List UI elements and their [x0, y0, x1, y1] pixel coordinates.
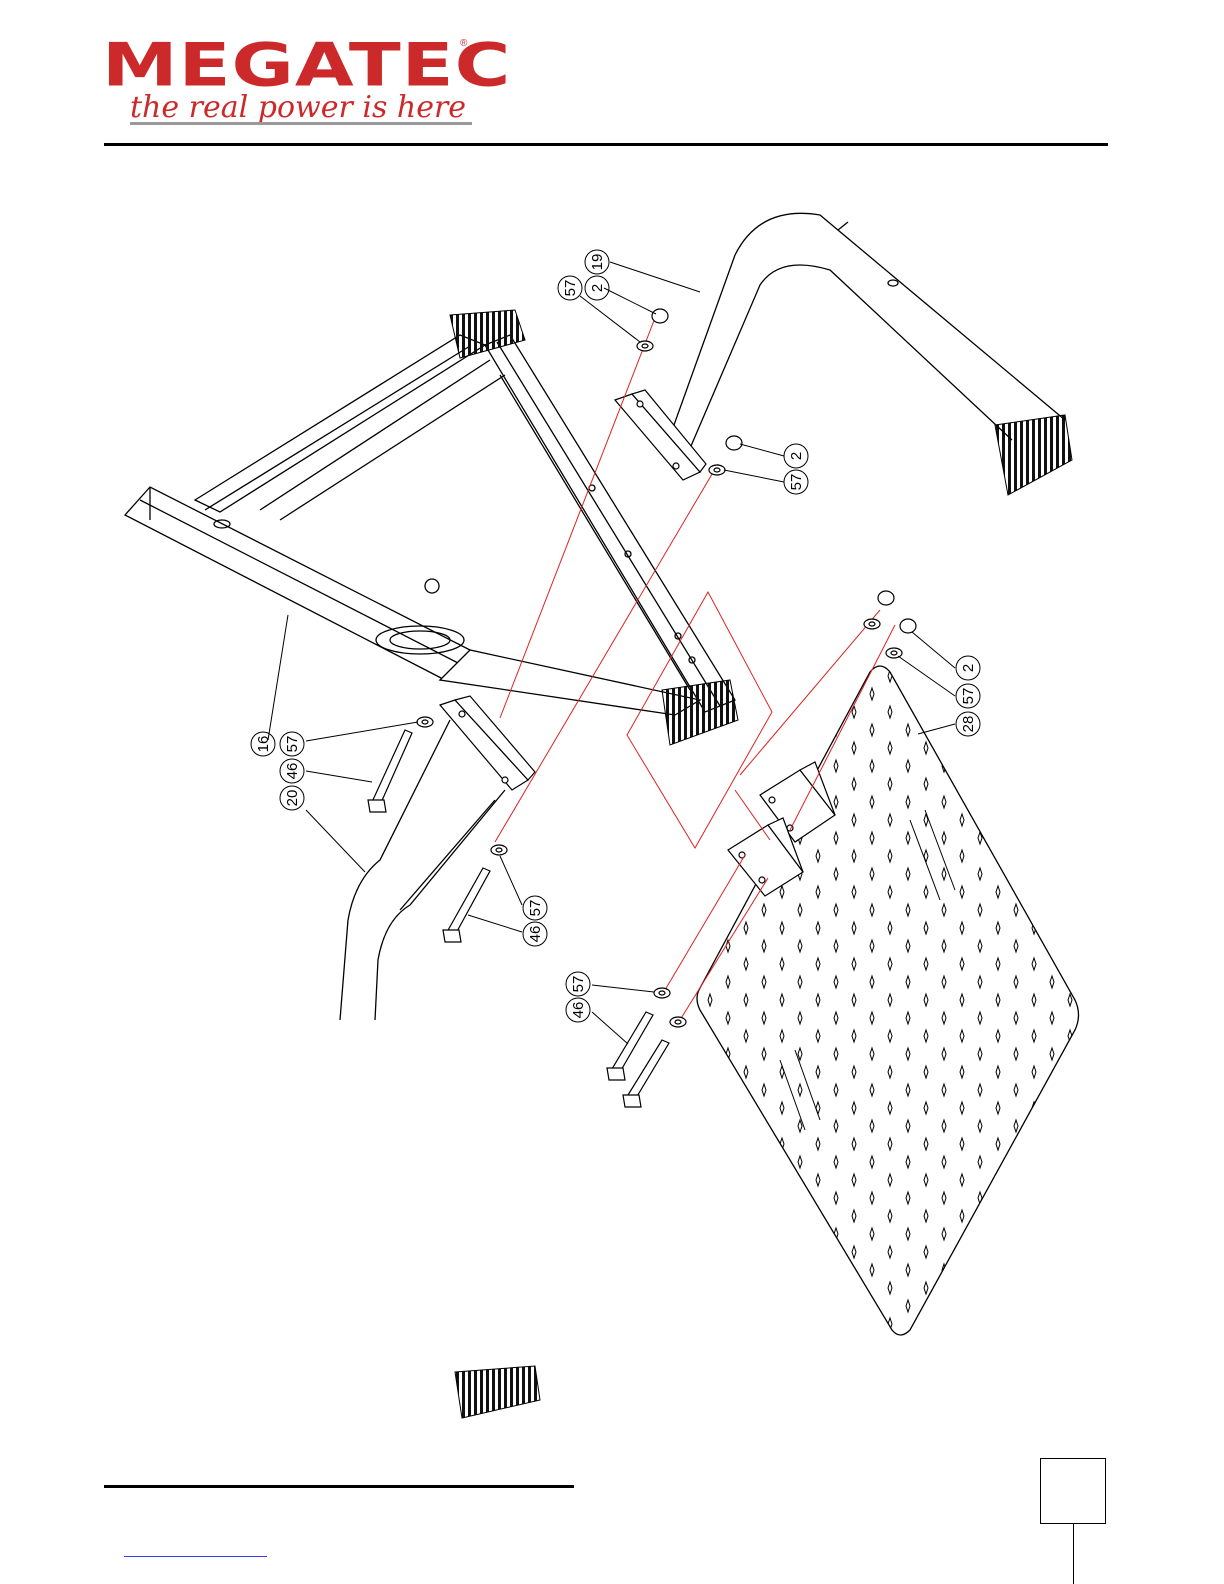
callout-bubble: 2 — [784, 444, 808, 468]
callout-label: 16 — [255, 736, 272, 753]
callout-label: 57 — [527, 900, 544, 917]
callout-label: 2 — [960, 664, 977, 672]
callout-bubble: 2 — [585, 276, 609, 300]
callout-bubble: 57 — [280, 732, 304, 756]
bent-tube — [665, 213, 1065, 460]
callout-bubble: 57 — [784, 470, 808, 494]
callout-bubble: 20 — [280, 786, 304, 810]
tread-plate — [697, 666, 1079, 1335]
callout-bubble: 46 — [523, 922, 547, 946]
footer-link-underline[interactable] — [124, 1556, 267, 1557]
callout-label: 46 — [527, 926, 544, 943]
callout-label: 57 — [284, 736, 301, 753]
callout-bubble: 46 — [566, 998, 590, 1022]
callout-label: 28 — [960, 716, 977, 733]
callout-label: 57 — [960, 688, 977, 705]
callout-label: 19 — [589, 254, 606, 271]
callout-bubble: 46 — [280, 759, 304, 783]
curved-tube — [340, 720, 505, 1020]
callout-label: 57 — [788, 474, 805, 491]
footer-rule — [104, 1485, 574, 1488]
page-box-tick — [1073, 1523, 1074, 1584]
callout-label: 46 — [284, 763, 301, 780]
callout-label: 46 — [570, 1002, 587, 1019]
callout-bubble: 57 — [566, 972, 590, 996]
lower-bracket — [440, 696, 535, 790]
callout-bubble: 2 — [956, 656, 980, 680]
callout-label: 2 — [788, 452, 805, 460]
callout-label: 57 — [562, 280, 579, 297]
callout-label: 2 — [589, 284, 606, 292]
callout-bubble: 28 — [956, 712, 980, 736]
callout-bubble: 57 — [956, 684, 980, 708]
mount-bracket — [615, 390, 706, 480]
page-number-box — [1040, 1458, 1106, 1524]
callout-bubble: 57 — [523, 896, 547, 920]
callout-label: 57 — [570, 976, 587, 993]
callout-bubble: 19 — [585, 250, 609, 274]
callout-bubble: 57 — [558, 276, 582, 300]
callout-label: 20 — [284, 790, 301, 807]
callout-bubble: 16 — [251, 732, 275, 756]
